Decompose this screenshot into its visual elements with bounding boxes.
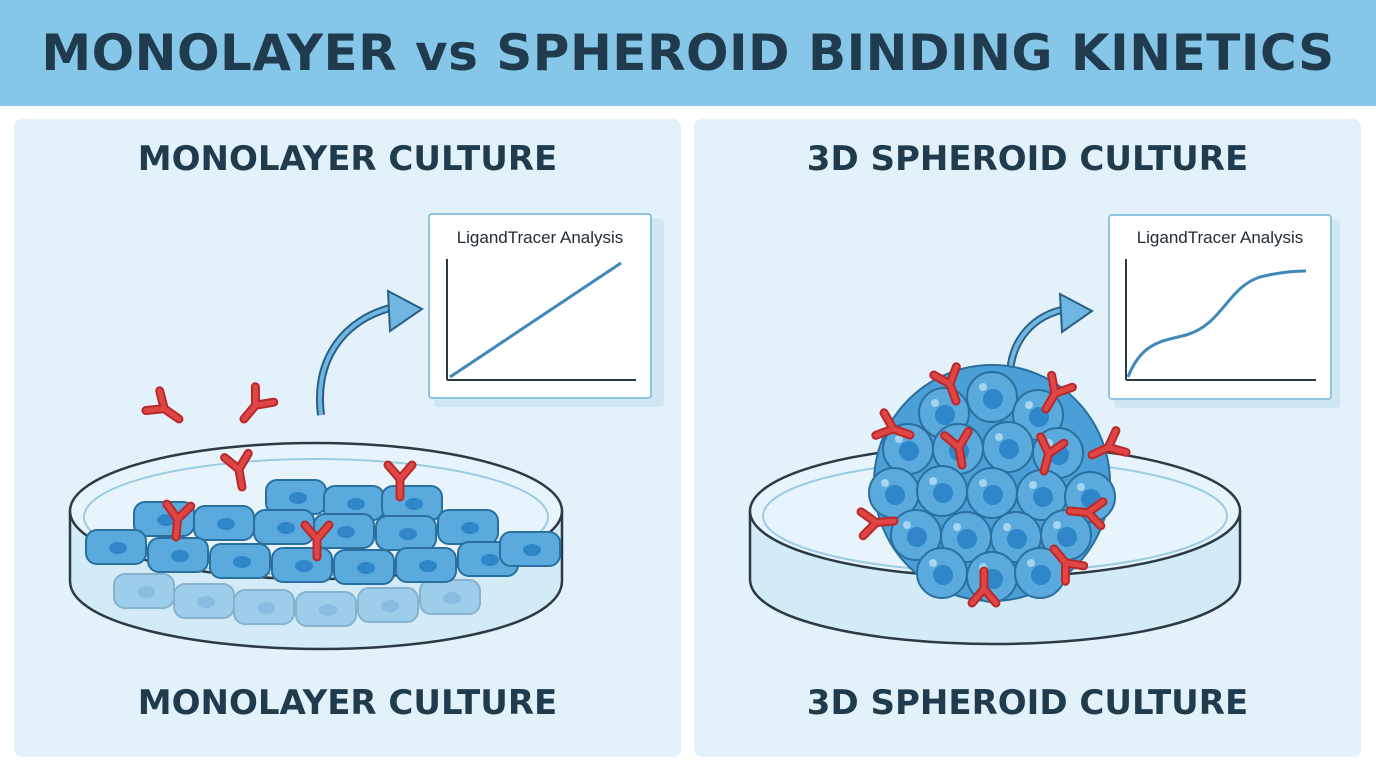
- binding-curve-linear: [449, 261, 622, 379]
- antibody-icon: [235, 387, 274, 427]
- cell-icon: [333, 549, 395, 585]
- spheroid-heading-top: 3D SPHEROID CULTURE: [806, 139, 1249, 179]
- monolayer-heading-bottom: MONOLAYER CULTURE: [137, 683, 558, 723]
- binding-curve-sigmoidal: [1126, 269, 1307, 378]
- cell-icon: [271, 547, 333, 583]
- spheroid-heading-bottom: 3D SPHEROID CULTURE: [806, 683, 1249, 723]
- monolayer-illustration: LigandTracer Analysis: [68, 213, 664, 651]
- spheroid-chart-title: LigandTracer Analysis: [1137, 228, 1304, 247]
- cell-icon: [437, 509, 499, 545]
- cell-icon: [499, 531, 561, 567]
- cell-icon: [381, 485, 443, 521]
- page-title: MONOLAYER vs SPHEROID BINDING KINETICS: [41, 24, 1335, 82]
- monolayer-chart-title: LigandTracer Analysis: [457, 228, 624, 247]
- antibody-icon: [146, 391, 186, 429]
- chart-frame: [428, 213, 652, 399]
- cell-icon: [147, 537, 209, 573]
- cell-icon: [209, 543, 271, 579]
- cell-icon: [375, 515, 437, 551]
- spheroid-illustration: LigandTracer Analysis: [748, 214, 1340, 646]
- chart-frame: [1108, 214, 1332, 400]
- spheroid-chart: LigandTracer Analysis: [1108, 214, 1340, 408]
- cell-icon: [85, 529, 147, 565]
- cell-icon: [193, 505, 255, 541]
- spheroid-panel: 3D SPHEROID CULTURE LigandTracer Analysi…: [694, 119, 1361, 757]
- monolayer-chart: LigandTracer Analysis: [428, 213, 664, 407]
- title-banner: MONOLAYER vs SPHEROID BINDING KINETICS: [0, 0, 1376, 106]
- monolayer-heading-top: MONOLAYER CULTURE: [137, 139, 558, 179]
- monolayer-panel: MONOLAYER CULTURE LigandTracer Analysis: [14, 119, 681, 757]
- arrow-icon: [1006, 292, 1094, 374]
- cell-icon: [265, 479, 327, 515]
- arrow-icon: [316, 289, 424, 416]
- cell-icon: [395, 547, 457, 583]
